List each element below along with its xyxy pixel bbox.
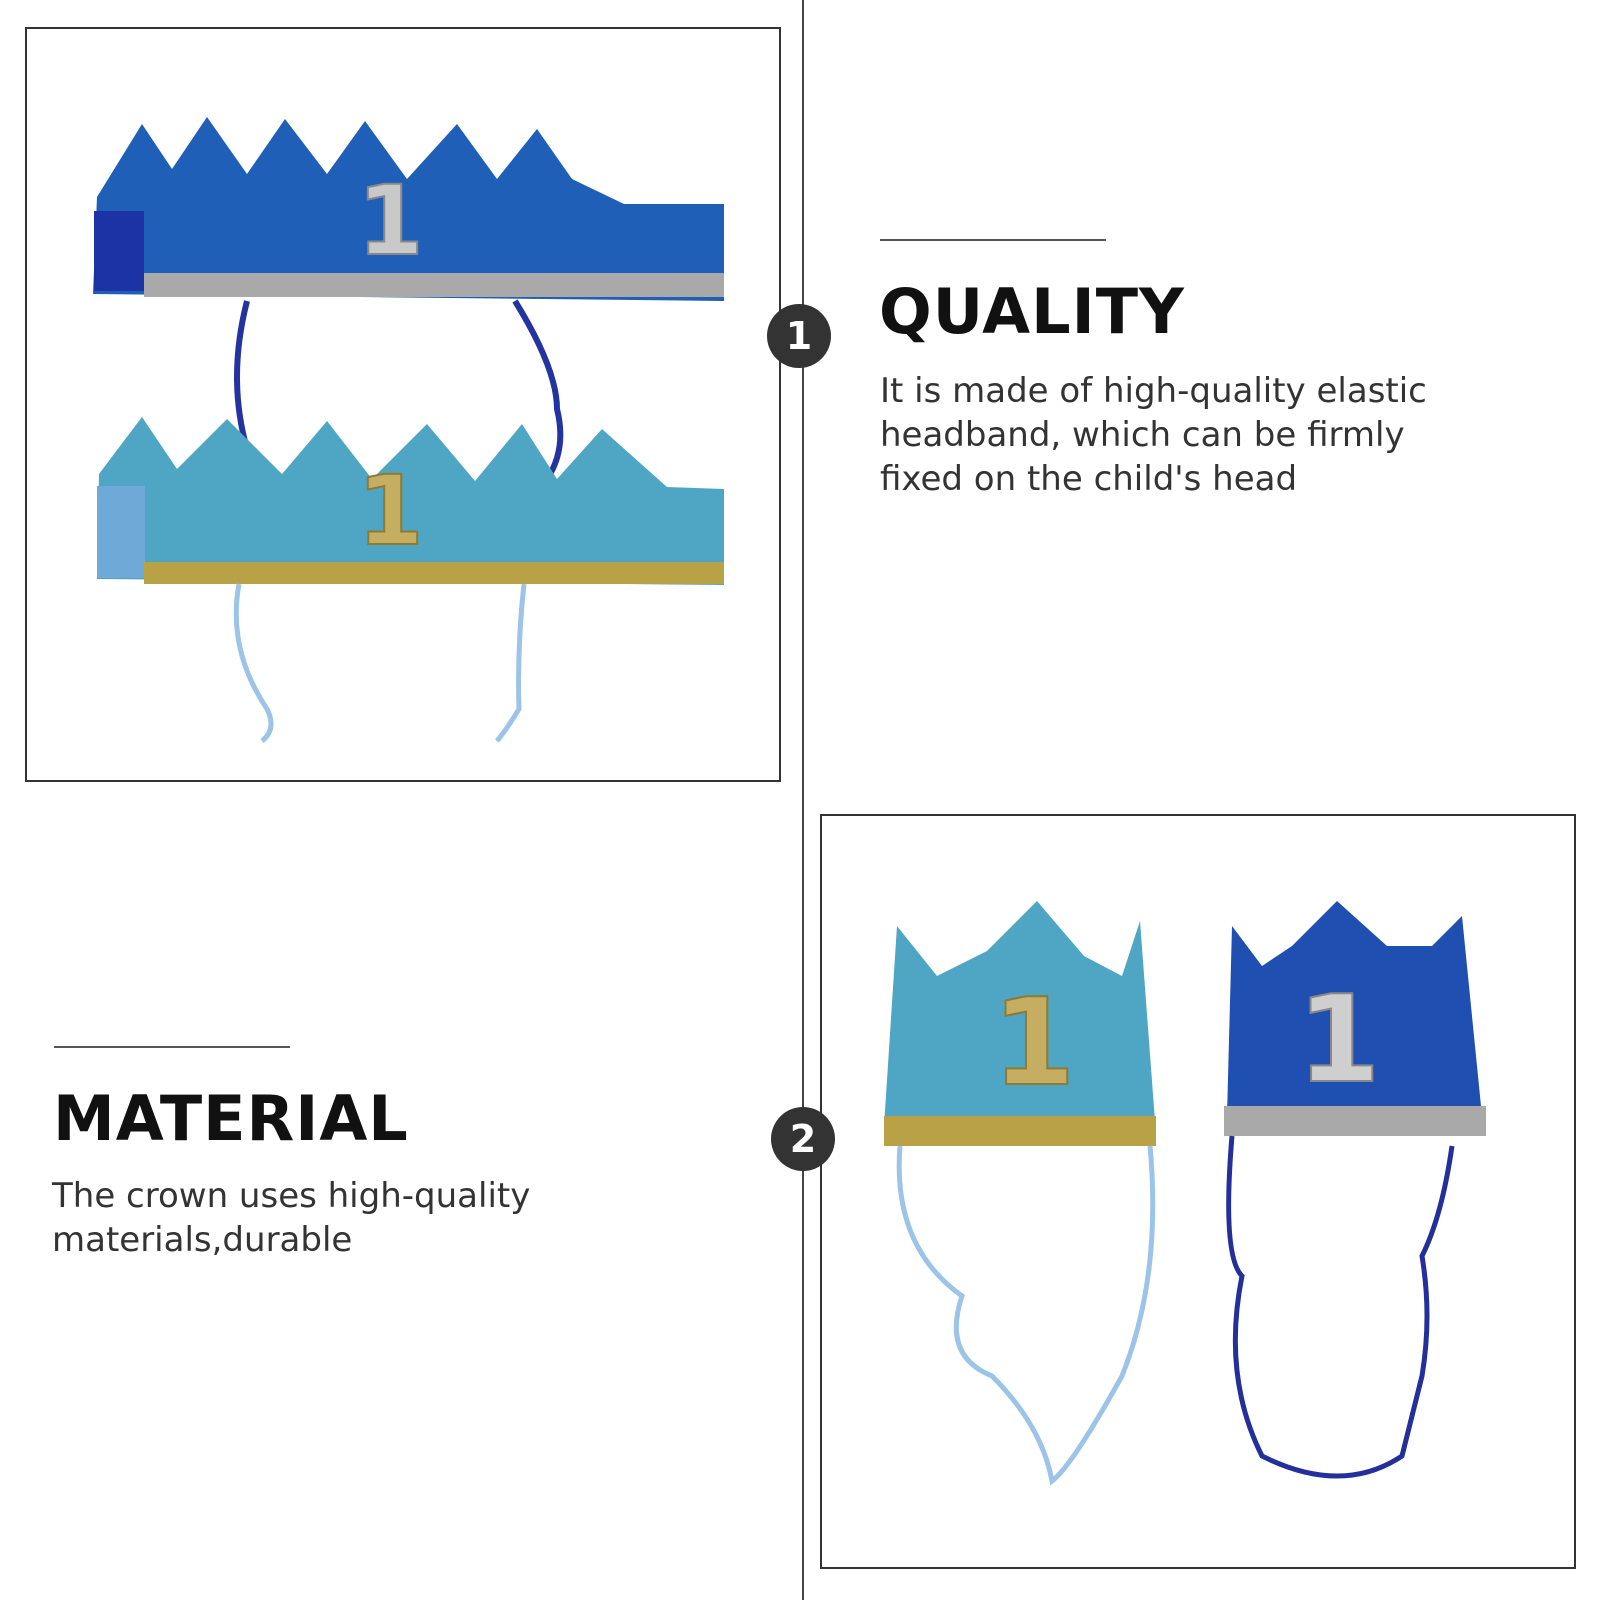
quality-divider-rule: [880, 239, 1106, 241]
dark-standing-crown-digit: 1: [1297, 971, 1381, 1110]
quality-description: It is made of high-quality elastic headb…: [880, 371, 1427, 499]
section-number-badge-1: 1: [767, 304, 831, 368]
dark-crown-silver-trim: [144, 273, 724, 297]
light-crown-gold-trim: [144, 562, 724, 584]
product-image-standing-crowns: 1 1: [820, 814, 1576, 1569]
light-crown-velcro-patch: [97, 486, 145, 578]
material-description: The crown uses high-quality materials,du…: [52, 1176, 531, 1260]
light-standing-crown-strap: [896, 1145, 1156, 1486]
light-blue-crown-band: [97, 417, 724, 585]
dark-crown-velcro-patch: [94, 211, 144, 291]
material-divider-rule: [54, 1046, 290, 1048]
standing-crowns-illustration: 1 1: [884, 901, 1486, 1486]
light-standing-crown-gold-trim: [884, 1116, 1156, 1146]
center-divider-line: [802, 0, 804, 1600]
material-heading: MATERIAL: [53, 1082, 409, 1155]
light-blue-standing-crown: [884, 901, 1155, 1126]
flat-crowns-illustration: 1 1: [93, 117, 724, 743]
light-standing-crown-digit: 1: [992, 974, 1076, 1113]
product-image-flat-crowns: 1 1: [25, 27, 781, 782]
dark-standing-crown-silver-trim: [1224, 1106, 1486, 1136]
quality-heading: QUALITY: [879, 275, 1185, 348]
light-crown-digit: 1: [357, 455, 424, 567]
dark-blue-crown-band: [93, 117, 724, 301]
section-number-badge-2: 2: [771, 1107, 835, 1171]
dark-crown-strap: [234, 299, 564, 481]
dark-standing-crown-strap: [1226, 1135, 1455, 1479]
dark-crown-digit: 1: [357, 165, 424, 277]
dark-blue-standing-crown: [1227, 901, 1482, 1116]
light-crown-strap: [233, 583, 527, 743]
